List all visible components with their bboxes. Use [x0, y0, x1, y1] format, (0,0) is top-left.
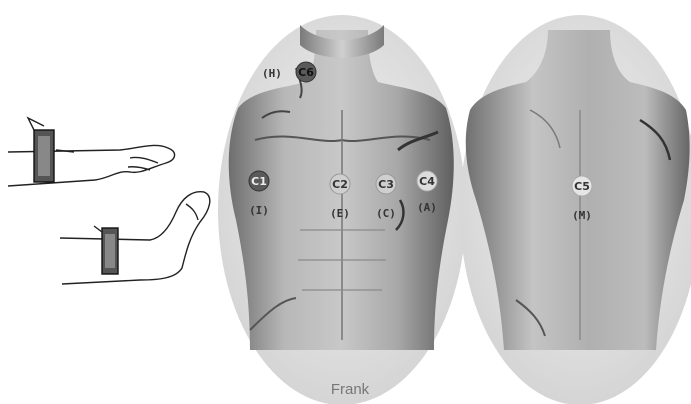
- electrode-letter-h: (H): [262, 67, 282, 80]
- arm-electrode-illustration: [8, 118, 175, 186]
- electrode-letter-a: (A): [417, 201, 437, 214]
- electrode-letter-m: (M): [572, 209, 592, 222]
- electrode-letter-e: (E): [330, 207, 350, 220]
- electrode-label-c5: C5: [574, 180, 590, 193]
- electrode-label-c1: C1: [251, 175, 267, 188]
- electrode-letter-c: (C): [376, 207, 396, 220]
- electrode-label-c4: C4: [419, 175, 435, 188]
- electrode-letter-i: (I): [249, 204, 269, 217]
- electrode-label-c3: C3: [378, 178, 394, 191]
- electrode-label-c2: C2: [332, 178, 348, 191]
- leg-electrode-illustration: [60, 192, 210, 284]
- electrode-label-c6: C6: [298, 66, 314, 79]
- figure-caption: Frank: [331, 381, 370, 398]
